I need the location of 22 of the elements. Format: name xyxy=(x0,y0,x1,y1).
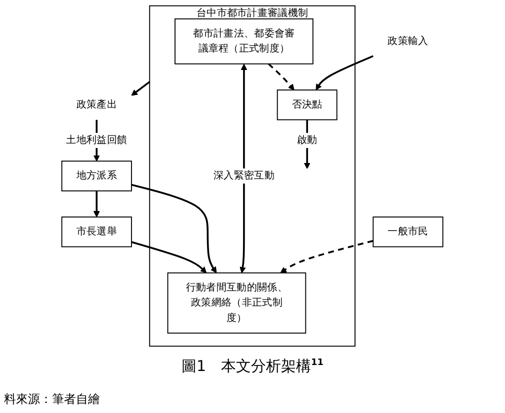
arrow xyxy=(131,81,150,96)
arrow xyxy=(240,64,248,274)
node-box: 地方派系 xyxy=(62,160,132,192)
edge-label: 啟動 xyxy=(297,134,318,146)
node-box: 行動者間互動的關係、政策網絡（非正式制度） xyxy=(167,272,306,334)
figure-caption: 圖1 本文分析架構$^{11}$ xyxy=(181,357,324,375)
node-text: 政策輸入 xyxy=(388,35,428,47)
arrow xyxy=(268,63,295,90)
node-box: 市長選舉 xyxy=(62,216,132,248)
arrow xyxy=(316,55,374,90)
node-box: 都市計畫法、都委會審議章程（正式制度） xyxy=(174,18,314,64)
node-text: 政策產出 xyxy=(76,98,118,110)
source-note: 料來源：筆者自繪 xyxy=(4,392,100,406)
arrow xyxy=(94,190,100,218)
arrow xyxy=(304,120,310,170)
edge-label: 土地利益回饋 xyxy=(66,134,128,146)
arrow xyxy=(131,241,207,274)
edge-label: 深入緊密互動 xyxy=(214,170,275,182)
arrow xyxy=(280,240,374,274)
node-box: 否決點 xyxy=(277,90,338,120)
arrow xyxy=(131,184,217,274)
node-box: 一般市民 xyxy=(372,216,444,248)
